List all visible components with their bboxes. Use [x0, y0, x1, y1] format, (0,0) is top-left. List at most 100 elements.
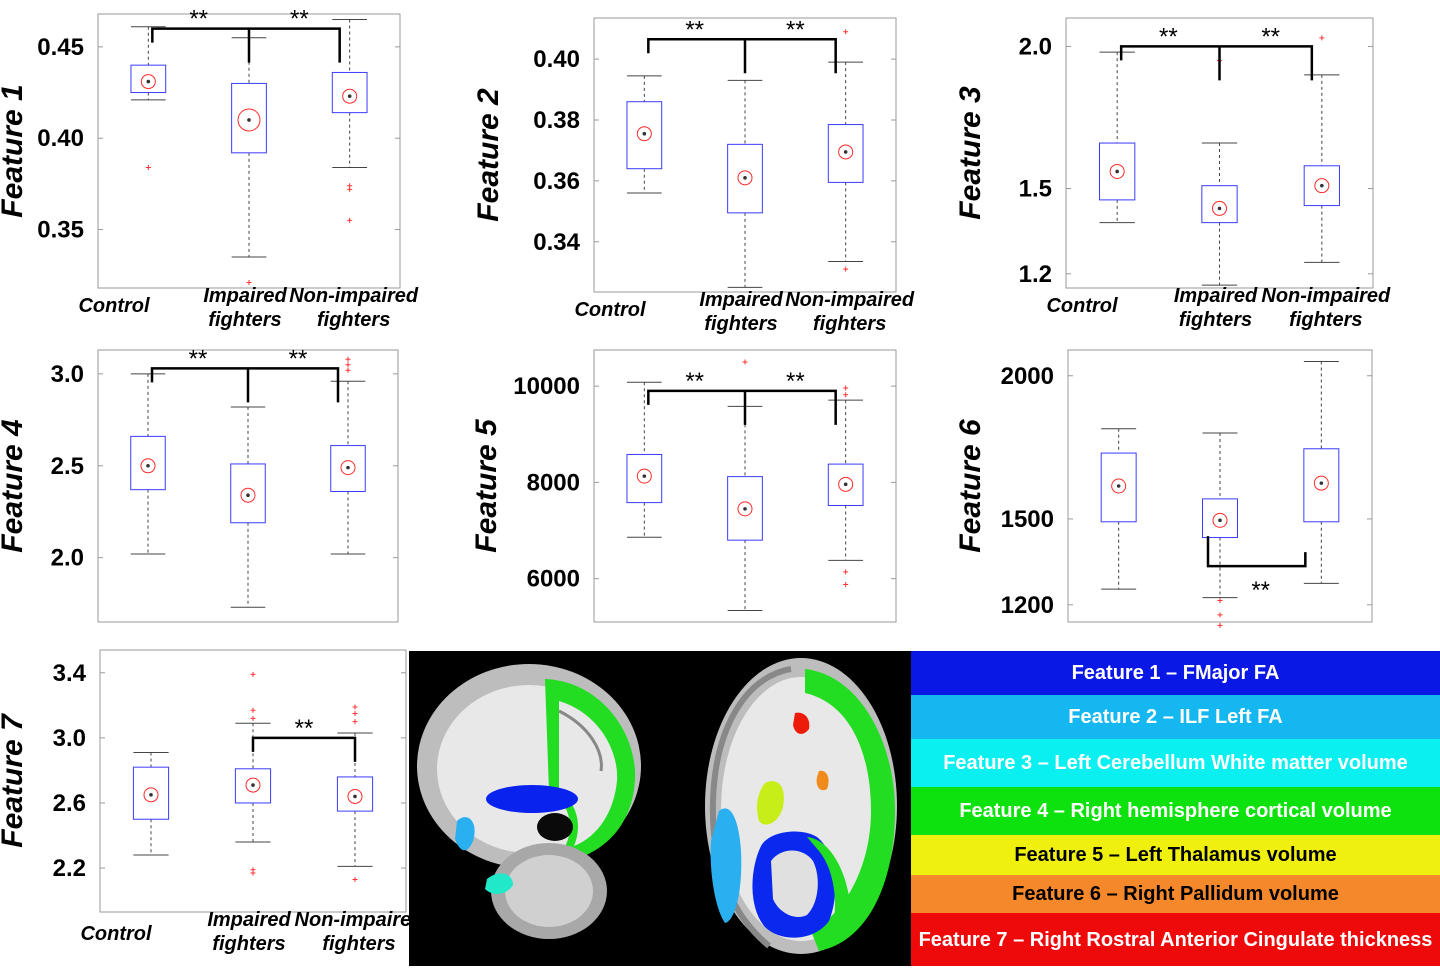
iqr-box: [336, 776, 374, 812]
outlier-marker: [1217, 612, 1223, 618]
significance-marker: ****: [647, 368, 837, 425]
y-tick-label: 1200: [1001, 592, 1054, 619]
box-1: [626, 381, 663, 538]
y-tick-label: 0.40: [533, 46, 580, 73]
median-dot: [1115, 169, 1119, 174]
y-tick-label: 2.5: [51, 453, 84, 480]
median-dot: [1320, 183, 1324, 188]
mean-circle: [1212, 512, 1228, 528]
significance-marker: ** **: [150, 345, 340, 403]
median-dot: [149, 793, 153, 797]
label-line: Impaired: [699, 289, 783, 311]
legend-item-feature-4: Feature 4 – Right hemisphere cortical vo…: [911, 787, 1440, 835]
box-2: [230, 406, 266, 608]
significance-marker: **: [251, 715, 357, 762]
significance-label: **: [1251, 577, 1270, 604]
y-tick-label: 0.34: [533, 229, 580, 256]
box-3: [331, 18, 368, 223]
median-dot: [146, 463, 150, 468]
y-tick-label: 3.4: [53, 660, 87, 687]
box-3: [827, 29, 864, 272]
outlier-marker: [352, 876, 358, 882]
significance-label: **: [685, 16, 704, 43]
y-tick-label: 2.6: [53, 790, 86, 817]
mean-circle: [838, 144, 854, 160]
significance-bracket: [647, 38, 837, 74]
mean-circle: [340, 460, 356, 476]
y-axis-label: Feature 1: [0, 84, 29, 217]
x-category-label: Control: [78, 295, 150, 317]
mean-circle: [143, 787, 159, 803]
mean-circle: [140, 74, 156, 90]
significance-bracket: [1119, 45, 1314, 81]
outlier-marker: [352, 719, 358, 725]
mean-circle: [1111, 478, 1127, 494]
legend-item-feature-7: Feature 7 – Right Rostral Anterior Cingu…: [911, 913, 1440, 966]
x-category-label: Control: [574, 299, 646, 321]
median-dot: [642, 474, 647, 478]
outlier-marker: [843, 569, 849, 575]
legend-item-feature-2: Feature 2 – ILF Left FA: [911, 695, 1440, 739]
plot-frame: [1065, 17, 1374, 289]
mean-circle: [237, 108, 261, 132]
median-dot: [146, 79, 151, 84]
plot-frame: [99, 649, 407, 913]
median-dot: [1218, 518, 1222, 523]
x-category-label: Control: [80, 923, 152, 945]
mean-circle: [1314, 178, 1330, 194]
outlier-marker: [1319, 35, 1325, 41]
coronal-slice-image: [417, 664, 641, 939]
legend-item-feature-5: Feature 5 – Left Thalamus volume: [911, 835, 1440, 875]
significance-bracket: [1206, 536, 1307, 568]
y-tick-label: 2.2: [53, 855, 86, 882]
plot-frame: [97, 349, 399, 623]
y-axis-label: Feature 6: [954, 419, 987, 553]
significance-label: **: [290, 6, 309, 33]
outlier-marker: [246, 280, 252, 286]
label-line: fighters: [813, 313, 886, 335]
significance-label: **: [289, 345, 308, 372]
iqr-box: [230, 463, 266, 524]
mean-circle: [737, 170, 753, 186]
y-tick-label: 0.36: [533, 168, 580, 195]
y-tick-label: 3.0: [53, 725, 86, 752]
mean-circle: [636, 126, 652, 142]
mean-circle: [1109, 163, 1125, 179]
median-dot: [743, 507, 747, 511]
iqr-box: [1201, 185, 1238, 224]
axial-slice-image: [705, 658, 897, 954]
y-tick-label: 0.35: [37, 217, 84, 244]
outlier-marker: [352, 710, 358, 716]
median-dot: [246, 493, 250, 497]
outlier-marker: [742, 359, 748, 365]
outlier-marker: [250, 715, 256, 721]
iqr-box: [1202, 498, 1238, 539]
box-1: [132, 752, 170, 856]
median-dot: [743, 176, 747, 180]
median-dot: [843, 150, 848, 154]
plot-frame: [593, 17, 897, 293]
significance-label: **: [189, 345, 208, 372]
outlier-marker: [843, 266, 849, 272]
y-tick-label: 0.45: [37, 34, 84, 61]
median-dot: [346, 465, 350, 470]
significance-label: **: [1261, 23, 1280, 50]
mean-circle: [1212, 200, 1227, 216]
y-tick-label: 8000: [527, 469, 580, 496]
box-3: [336, 704, 374, 882]
y-tick-label: 0.38: [533, 107, 580, 134]
outlier-marker: [843, 385, 849, 391]
box-2: [727, 79, 763, 288]
label-line: fighters: [317, 309, 390, 331]
label-line: Non-impaired: [289, 285, 419, 307]
median-dot: [642, 131, 647, 136]
outlier-marker: [347, 186, 353, 192]
box-2: [1201, 58, 1238, 286]
legend-item-feature-1: Feature 1 – FMajor FA: [911, 651, 1440, 695]
